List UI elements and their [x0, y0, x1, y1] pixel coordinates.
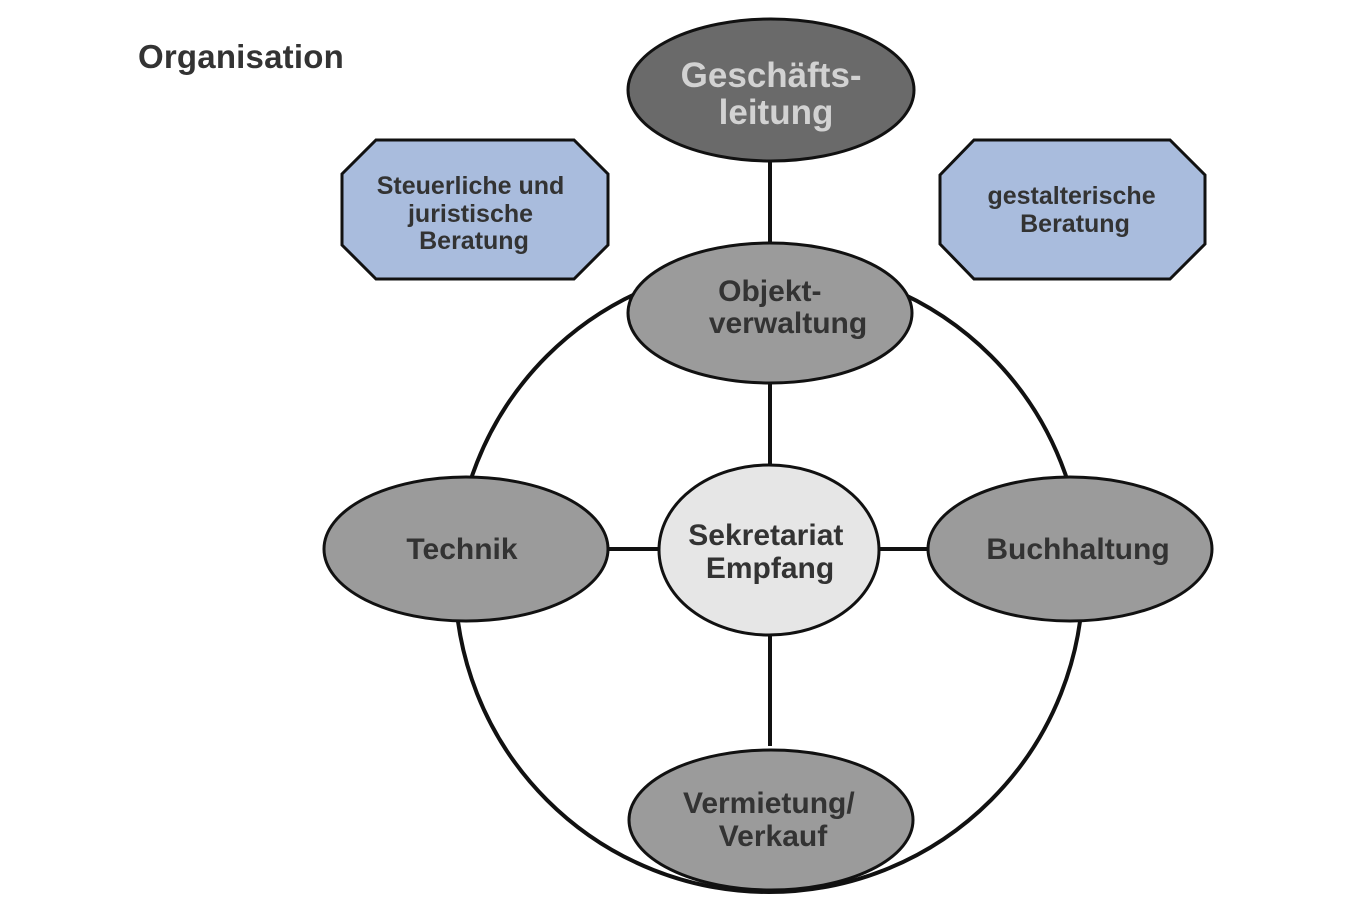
advisory-steuerlich-shape	[340, 138, 610, 281]
node-objektverwaltung: Objekt- verwaltung	[626, 241, 914, 385]
advisory-steuerliche-juristische-beratung: Steuerliche und juristische Beratung	[340, 138, 610, 281]
node-sekretariat-shape	[657, 463, 881, 637]
advisory-gestalterisch-shape	[938, 138, 1207, 281]
node-objektverwaltung-line1: Objekt-	[718, 275, 821, 308]
node-buchhaltung-label: Buchhaltung	[986, 533, 1169, 566]
node-buchhaltung-line1: Buchhaltung	[986, 533, 1169, 566]
node-vermietung-label: Vermietung/ Verkauf	[683, 787, 863, 853]
advisory-steuerlich-line3: Beratung	[419, 227, 529, 255]
node-objektverwaltung-shape	[626, 241, 914, 385]
node-objektverwaltung-line2: verwaltung	[709, 307, 867, 340]
node-vermietung-line2: Verkauf	[719, 820, 828, 853]
node-sekretariat-empfang: Sekretariat Empfang	[657, 463, 881, 637]
advisory-gestalterisch-line2: Beratung	[1020, 210, 1130, 238]
node-sekretariat-label: Sekretariat Empfang	[688, 519, 851, 585]
advisory-gestalterisch-label: gestalterische Beratung	[987, 182, 1162, 238]
advisory-gestalterisch-line1: gestalterische	[987, 182, 1155, 210]
node-technik-shape	[322, 475, 610, 623]
advisory-gestalterische-beratung: gestalterische Beratung	[938, 138, 1207, 281]
advisory-steuerlich-label: Steuerliche und juristische Beratung	[377, 172, 572, 255]
node-sekretariat-line1: Sekretariat	[688, 519, 843, 552]
advisory-steuerlich-line1: Steuerliche und	[377, 172, 565, 200]
node-vermietung-verkauf: Vermietung/ Verkauf	[627, 748, 915, 892]
node-buchhaltung-shape	[926, 475, 1214, 623]
node-geschaeftsleitung-line1: Geschäfts-	[681, 56, 862, 95]
node-technik-label: Technik	[406, 533, 517, 566]
node-technik-line1: Technik	[406, 533, 517, 566]
node-geschaeftsleitung: Geschäfts- leitung	[626, 17, 916, 163]
advisory-steuerlich-line2: juristische	[407, 200, 533, 228]
node-vermietung-shape	[627, 748, 915, 892]
node-geschaeftsleitung-label: Geschäfts- leitung	[681, 56, 872, 132]
node-objektverwaltung-label: Objekt- verwaltung	[709, 275, 867, 340]
node-sekretariat-line2: Empfang	[706, 552, 834, 585]
node-vermietung-line1: Vermietung/	[683, 787, 855, 820]
node-geschaeftsleitung-line2: leitung	[719, 93, 834, 132]
node-buchhaltung: Buchhaltung	[926, 475, 1214, 623]
node-geschaeftsleitung-shape	[626, 17, 916, 163]
node-technik: Technik	[322, 475, 610, 623]
page-title: Organisation	[138, 38, 344, 75]
